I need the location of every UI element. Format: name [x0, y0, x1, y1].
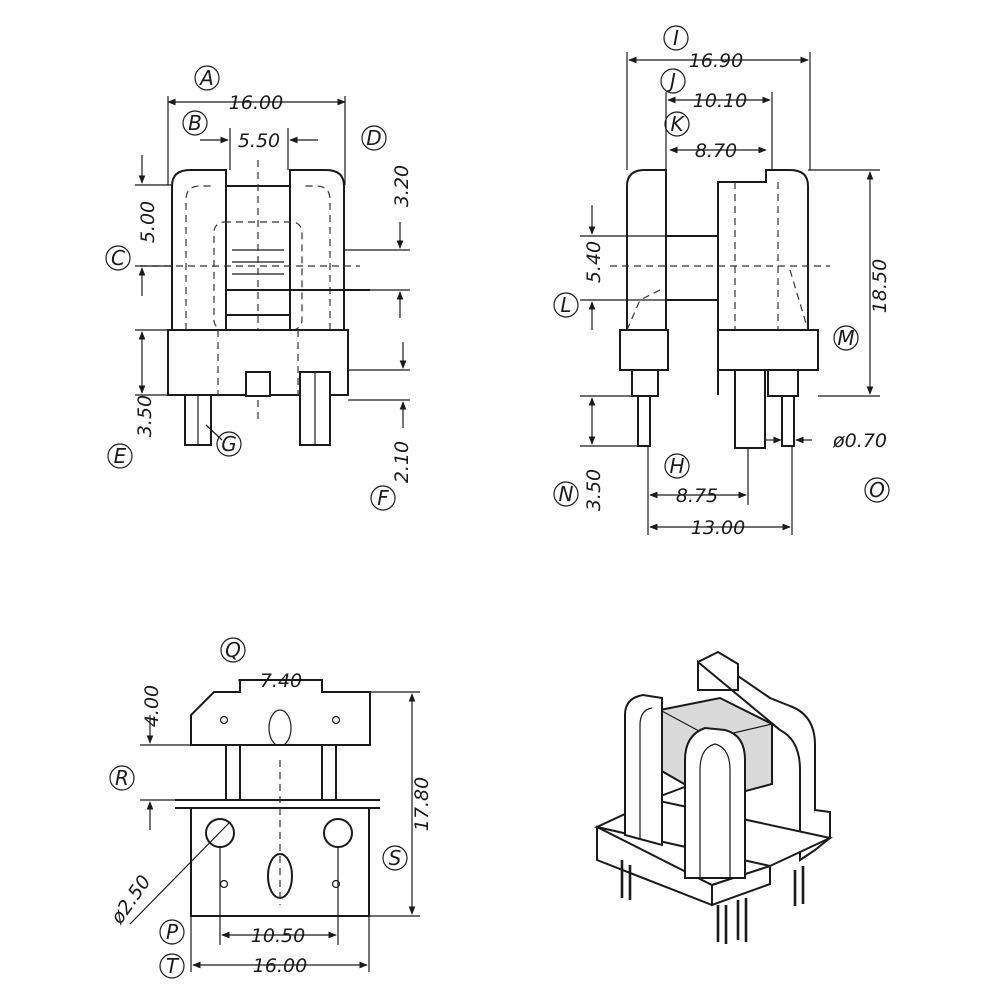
label-n: N — [559, 482, 574, 506]
dim-k: 8.70 — [695, 140, 737, 162]
label-k: K — [670, 112, 685, 136]
label-m: M — [837, 326, 854, 350]
label-circle-f — [370, 485, 396, 511]
dim-p: 10.50 — [251, 925, 305, 947]
pin-center — [245, 371, 271, 397]
hole-right — [323, 818, 353, 848]
label-circle-h — [664, 453, 690, 479]
dim-i: 16.90 — [689, 50, 743, 72]
iso-front-flange-right — [684, 726, 746, 879]
label-circle-t — [159, 953, 185, 979]
dim-f: 2.10 — [391, 441, 413, 483]
dim-e: 3.50 — [134, 395, 156, 437]
label-circle-n — [553, 481, 579, 507]
dim-n: 3.50 — [583, 469, 605, 511]
bottom-view: Q 7.40 R 4.00 S 17.80 ø2.50 P 10.50 T 16… — [106, 637, 433, 979]
dim-h: 8.75 — [676, 485, 718, 507]
iso-front-flange-left — [624, 693, 663, 847]
label-s: S — [389, 846, 402, 870]
front-view: A 16.00 B 5.50 C 5.00 D 3.20 E 3.50 G F … — [105, 65, 413, 511]
side-pin-left — [637, 395, 651, 447]
label-circle-q — [220, 637, 246, 663]
dim-a: 16.00 — [229, 92, 283, 114]
label-q: Q — [225, 638, 241, 662]
label-circle-k — [664, 111, 690, 137]
dim-o: ø0.70 — [832, 430, 887, 452]
label-p: P — [166, 920, 179, 944]
dim-b: 5.50 — [238, 130, 280, 152]
dim-l: 5.40 — [583, 241, 605, 283]
label-t: T — [166, 954, 180, 978]
right-flange — [289, 169, 345, 331]
label-circle-b — [182, 110, 208, 136]
label-i: I — [673, 26, 679, 50]
dim-d: 3.20 — [391, 165, 413, 207]
bottom-upper-outline — [190, 679, 371, 746]
side-base-right — [717, 329, 819, 371]
label-o: O — [869, 478, 885, 502]
label-e: E — [114, 444, 127, 468]
label-circle-j — [660, 68, 686, 94]
left-flange — [171, 169, 227, 331]
side-pin-right — [781, 395, 795, 447]
label-circle-d — [361, 125, 387, 151]
dim-hole: ø2.50 — [106, 871, 156, 929]
label-circle-m — [833, 325, 859, 351]
label-circle-e — [107, 443, 133, 469]
side-pin-center — [734, 369, 766, 449]
label-circle-a — [194, 65, 220, 91]
dim-t: 16.00 — [253, 955, 307, 977]
label-circle-r — [109, 765, 135, 791]
label-circle-p — [159, 919, 185, 945]
dim-r: 4.00 — [141, 685, 163, 727]
label-a: A — [198, 66, 214, 90]
label-d: D — [366, 126, 381, 150]
label-f: F — [377, 486, 389, 510]
dim-span: 13.00 — [691, 517, 745, 539]
isometric-view — [593, 650, 834, 944]
dim-q: 7.40 — [260, 670, 302, 692]
dim-m: 18.50 — [869, 259, 891, 313]
label-circle-c — [105, 245, 131, 271]
label-circle-l — [553, 292, 579, 318]
side-view: I 16.90 J 10.10 K 8.70 L 5.40 M 18.50 N … — [553, 25, 891, 539]
label-circle-o — [864, 477, 890, 503]
label-g: G — [221, 432, 237, 456]
label-b: B — [188, 111, 202, 135]
side-core — [717, 169, 809, 395]
label-r: R — [115, 766, 129, 790]
side-left-flange — [626, 169, 667, 331]
label-circle-g — [216, 431, 242, 457]
side-base-left — [619, 329, 669, 371]
label-c: C — [111, 246, 125, 270]
dim-j: 10.10 — [693, 90, 747, 112]
label-h: H — [669, 454, 684, 478]
label-l: L — [560, 293, 571, 317]
dim-s: 17.80 — [411, 777, 433, 831]
label-circle-i — [663, 25, 689, 51]
label-circle-s — [382, 845, 408, 871]
label-j: J — [666, 69, 676, 93]
dim-c: 5.00 — [137, 201, 159, 243]
